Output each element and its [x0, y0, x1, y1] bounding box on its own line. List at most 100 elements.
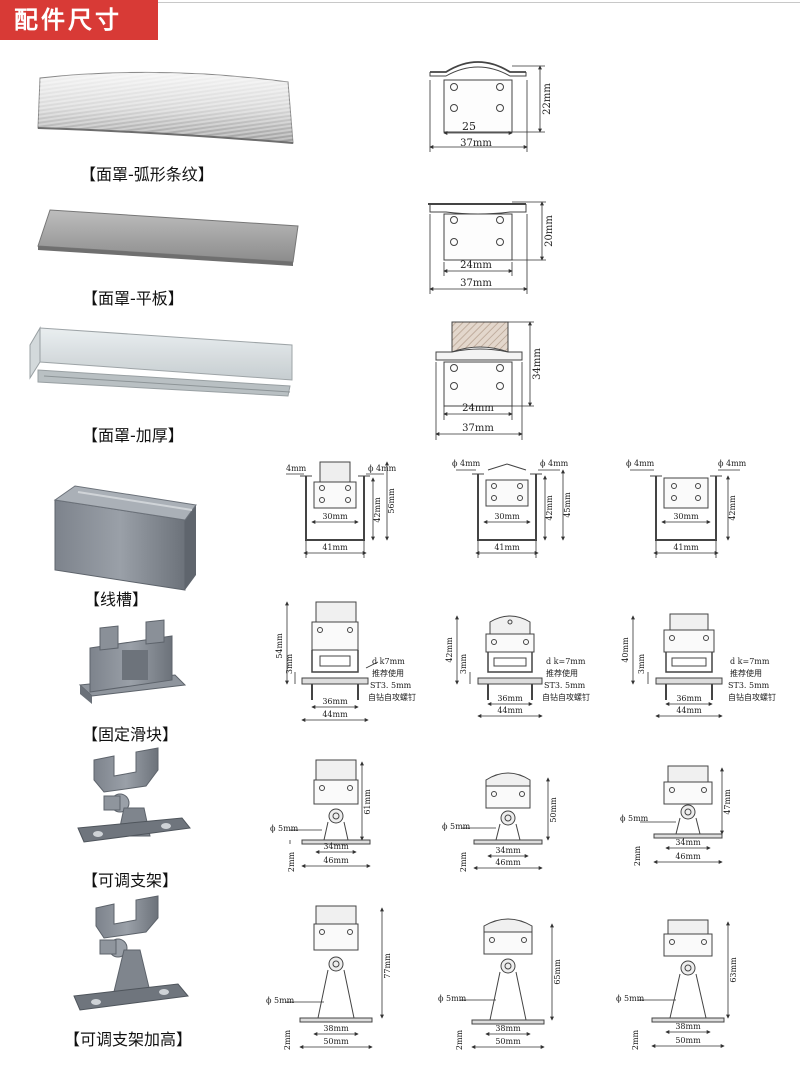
- tall-bracket-drawing-3: [651, 919, 725, 1023]
- bracket1-inner: 34mm: [323, 842, 349, 851]
- cover3-height: 34mm: [532, 348, 543, 380]
- channel2-h2: 45mm: [563, 492, 572, 518]
- bracket3-inner: 34mm: [675, 838, 701, 847]
- product-label-arc-cover: 【面罩-弧形条纹】: [80, 165, 214, 184]
- bracket3-thickness: 2mm: [633, 845, 642, 866]
- tall-bracket-dims-3: [638, 921, 730, 1048]
- tall-bracket2-hole: ϕ 5mm: [438, 994, 467, 1003]
- cover1-outer-width: 37mm: [460, 138, 492, 149]
- slider3-note2: 推荐使用: [730, 668, 762, 678]
- channel1-h2: 56mm: [387, 488, 396, 514]
- slider1-note3: ST3. 5mm: [370, 681, 412, 690]
- product-label-slider: 【固定滑块】: [82, 725, 179, 744]
- tall-bracket-dims-2: [460, 923, 554, 1049]
- slider3-note3: ST3. 5mm: [728, 681, 770, 690]
- slider2-height: 42mm: [445, 637, 454, 663]
- photo-channel: [53, 485, 197, 591]
- slider1-inner: 36mm: [322, 697, 348, 706]
- bracket-dims-3: [640, 767, 724, 864]
- tall-bracket-drawing-1: [299, 905, 373, 1023]
- photo-thick-cover: [29, 326, 293, 397]
- channel3-hole-left: ϕ 4mm: [626, 459, 655, 468]
- bracket2-outer: 46mm: [495, 858, 521, 867]
- tall-bracket2-outer: 50mm: [495, 1037, 521, 1046]
- slider1-note4: 自钻自攻螺钉: [368, 692, 416, 702]
- bracket1-outer: 46mm: [323, 856, 349, 865]
- slider3-inner: 36mm: [676, 694, 702, 703]
- photo-bracket: [77, 747, 191, 843]
- channel1-hole-left: 4mm: [286, 464, 307, 473]
- photo-slider: [78, 619, 187, 704]
- tall-bracket3-thickness: 2mm: [631, 1029, 640, 1050]
- bracket2-hole: ϕ 5mm: [442, 822, 471, 831]
- tall-bracket3-outer: 50mm: [675, 1036, 701, 1045]
- cover-section-3: [435, 321, 523, 407]
- product-label-bracket: 【可调支架】: [82, 871, 179, 890]
- cover3-outer-width: 37mm: [462, 423, 494, 434]
- tall-bracket3-inner: 38mm: [675, 1022, 701, 1031]
- channel2-inner: 30mm: [494, 512, 520, 521]
- product-label-tall-bracket: 【可调支架加高】: [64, 1030, 193, 1049]
- slider3-height: 40mm: [621, 637, 630, 663]
- channel1-outer: 41mm: [322, 543, 348, 552]
- tall-bracket2-height: 65mm: [553, 959, 562, 985]
- channel2-hole-right: ϕ 4mm: [540, 459, 569, 468]
- channel-section-1: [300, 461, 370, 541]
- tall-bracket1-hole: ϕ 5mm: [266, 996, 295, 1005]
- tall-bracket-drawing-2: [471, 918, 545, 1025]
- slider3-base: 3mm: [637, 653, 646, 674]
- bracket-drawing-2: [473, 772, 543, 845]
- slider2-note2: 推荐使用: [546, 668, 578, 678]
- product-label-channel: 【线槽】: [84, 590, 149, 609]
- slider2-note1: d k=7mm: [546, 657, 586, 666]
- slider2-outer: 44mm: [497, 706, 523, 715]
- tall-bracket1-inner: 38mm: [323, 1024, 349, 1033]
- bracket1-thickness: 2mm: [287, 851, 296, 872]
- tall-bracket1-outer: 50mm: [323, 1037, 349, 1046]
- slider1-note1: d k7mm: [372, 657, 405, 666]
- slider1-outer: 44mm: [322, 710, 348, 719]
- cover1-inner-width: 25: [462, 120, 476, 133]
- bracket-drawing-3: [653, 765, 723, 839]
- tall-bracket2-inner: 38mm: [495, 1024, 521, 1033]
- tall-bracket1-thickness: 2mm: [283, 1029, 292, 1050]
- channel-section-2: [472, 463, 542, 541]
- slider-drawing-2: [477, 615, 543, 700]
- bracket2-thickness: 2mm: [459, 851, 468, 872]
- photo-arc-cover: [37, 71, 294, 144]
- slider-drawing-3: [655, 613, 723, 700]
- channel1-h1: 42mm: [373, 497, 382, 523]
- bracket2-height: 50mm: [549, 797, 558, 823]
- channel3-outer: 41mm: [673, 543, 699, 552]
- slider1-base: 3mm: [285, 653, 294, 674]
- cover-dims-2: [429, 201, 546, 294]
- bracket1-hole: ϕ 5mm: [270, 824, 299, 833]
- channel-section-3: [650, 475, 722, 541]
- tall-bracket3-hole: ϕ 5mm: [616, 994, 645, 1003]
- section-title: 配件尺寸: [14, 6, 122, 34]
- bracket3-height: 47mm: [723, 789, 732, 815]
- channel1-hole-right: ϕ 4mm: [368, 464, 397, 473]
- slider2-note4: 自钻自攻螺钉: [542, 692, 590, 702]
- channel2-hole-left: ϕ 4mm: [452, 459, 481, 468]
- channel3-hole-right: ϕ 4mm: [718, 459, 747, 468]
- bracket3-hole: ϕ 5mm: [620, 814, 649, 823]
- slider1-height: 54mm: [275, 633, 284, 659]
- bracket1-height: 61mm: [363, 789, 372, 815]
- section-header: 配件尺寸: [0, 0, 800, 40]
- product-label-flat-cover: 【面罩-平板】: [82, 289, 184, 308]
- slider-drawing-1: [301, 601, 369, 700]
- channel2-h1: 42mm: [545, 495, 554, 521]
- cover-section-1: [429, 61, 527, 133]
- photo-flat-cover: [37, 209, 299, 266]
- bracket-dims-2: [462, 777, 550, 870]
- channel1-inner: 30mm: [322, 512, 348, 521]
- slider-dims-2: [455, 615, 543, 718]
- channel3-inner: 30mm: [673, 512, 699, 521]
- header-rule: [158, 2, 800, 3]
- cover1-height: 22mm: [542, 83, 553, 115]
- slider-dims-3: [631, 615, 723, 718]
- channel-dims-1: [286, 461, 389, 558]
- channel-dims-2: [456, 469, 565, 558]
